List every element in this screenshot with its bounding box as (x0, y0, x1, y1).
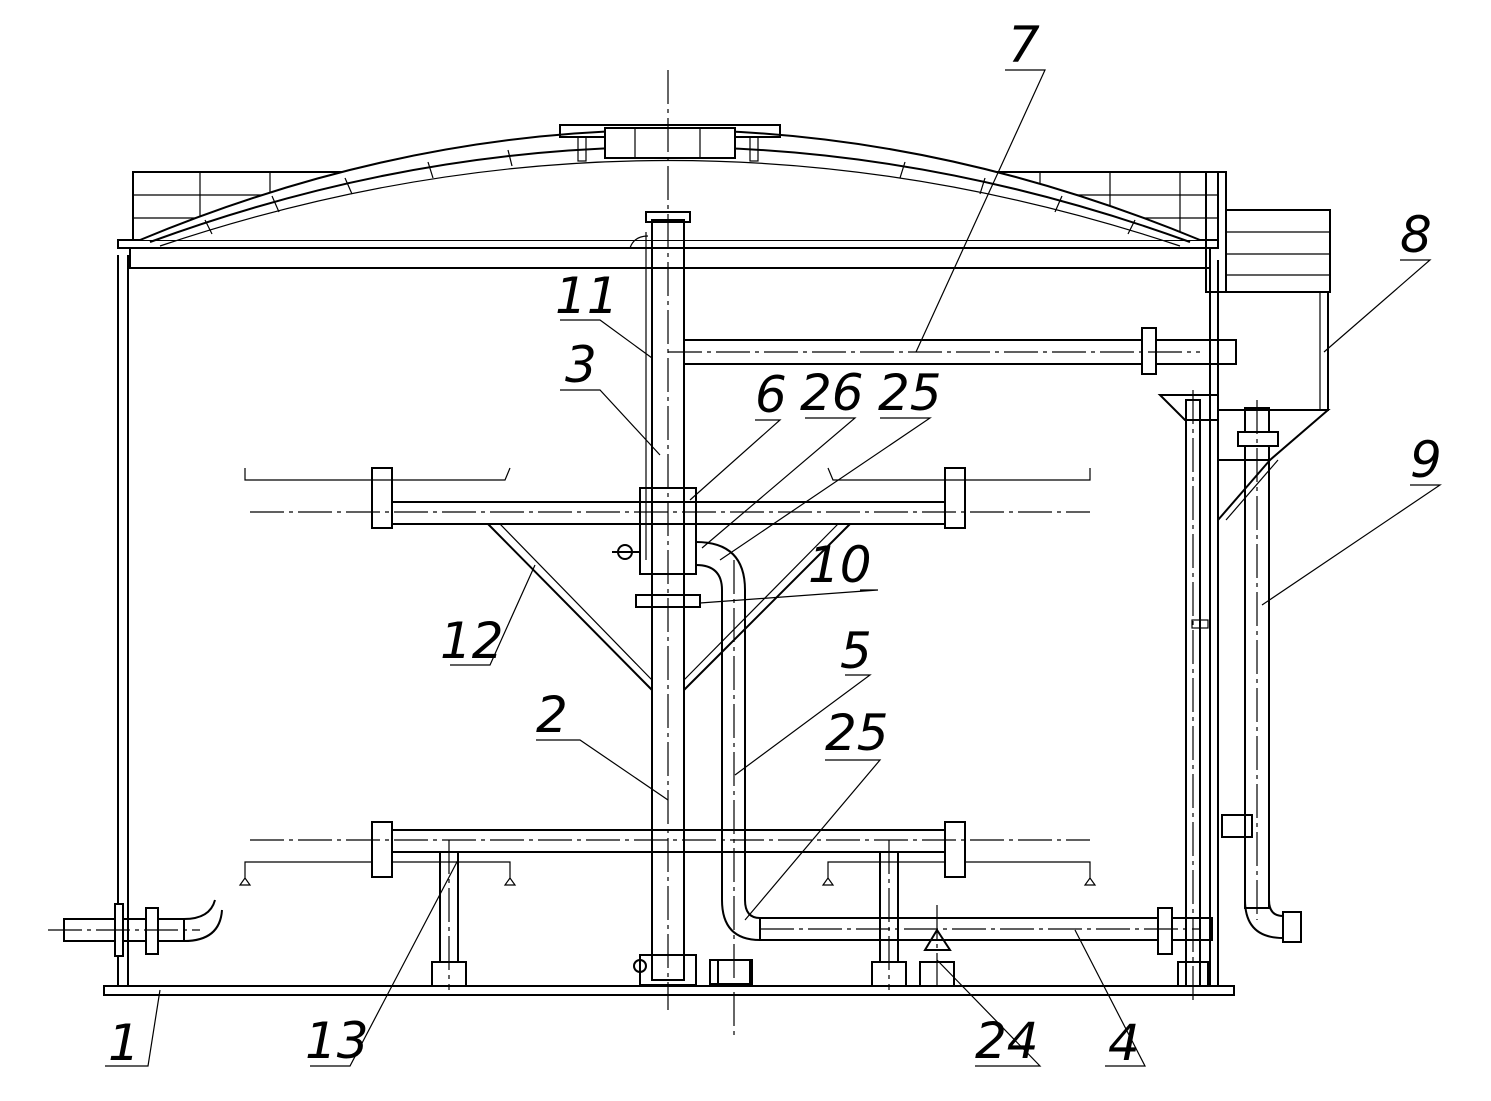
upper-distribution-arm (244, 467, 1091, 691)
label-5: 5 (840, 622, 872, 680)
leader-lines (105, 69, 1442, 1067)
domed-roof (139, 124, 1201, 247)
label-24: 24 (975, 1012, 1039, 1070)
label-13: 13 (305, 1012, 369, 1070)
label-26: 26 (800, 364, 864, 422)
pipe-5 (695, 541, 761, 986)
inlet-pipe (63, 899, 223, 957)
label-6: 6 (755, 366, 787, 424)
label-12: 12 (440, 612, 504, 670)
bottom-pipe-4 (759, 907, 1213, 955)
label-2: 2 (536, 686, 568, 744)
label-25-upper: 25 (878, 364, 942, 422)
label-8: 8 (1400, 206, 1432, 264)
label-25-lower: 25 (825, 704, 889, 762)
label-4: 4 (1108, 1014, 1140, 1072)
part-labels: 1 2 3 4 5 6 7 8 9 10 11 12 13 24 25 25 2… (108, 16, 1442, 1072)
label-1: 1 (108, 1014, 140, 1072)
centerlines (48, 70, 1258, 1040)
label-11: 11 (555, 267, 619, 325)
label-10: 10 (808, 536, 872, 594)
label-7: 7 (1008, 16, 1040, 74)
pipe-9 (1221, 407, 1302, 943)
label-9: 9 (1410, 431, 1442, 489)
label-3: 3 (565, 336, 597, 394)
central-pipe (612, 211, 751, 986)
base-plate (103, 985, 1235, 996)
